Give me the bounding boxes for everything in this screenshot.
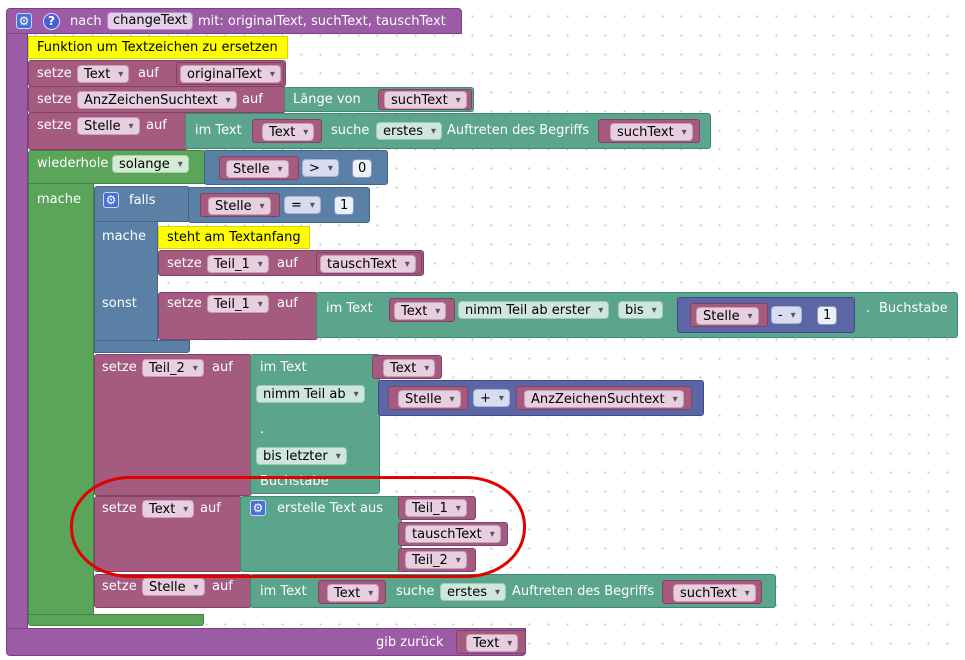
var-dropdown-stelle[interactable]: Stelle: [208, 197, 271, 215]
bis-dropdown[interactable]: bis: [618, 301, 663, 319]
auf-label: auf: [138, 66, 159, 81]
im-text-label: im Text: [195, 123, 242, 138]
auftreten-label: Auftreten des Begriffs: [512, 584, 655, 599]
if-block-end: [94, 340, 190, 353]
var-dropdown-text[interactable]: Text: [327, 584, 380, 602]
setze-label: setze: [102, 360, 137, 375]
var-dropdown-stelle[interactable]: Stelle: [226, 160, 289, 178]
procedure-params: mit: originalText, suchText, tauschText: [198, 14, 446, 29]
erstes-dropdown[interactable]: erstes: [376, 122, 442, 140]
number-one[interactable]: 1: [817, 306, 838, 325]
var-dropdown-teil1[interactable]: Teil_1: [207, 295, 269, 313]
auf-label: auf: [146, 118, 167, 133]
auftreten-label: Auftreten des Begriffs: [447, 123, 590, 138]
mache-label: mache: [102, 229, 147, 244]
var-dropdown-suchtext[interactable]: suchText: [673, 584, 756, 602]
suche-label: suche: [331, 123, 370, 138]
number-zero[interactable]: 0: [352, 159, 373, 178]
auf-label: auf: [277, 296, 298, 311]
var-dropdown-teil1[interactable]: Teil_1: [405, 499, 467, 517]
sonst-label: sonst: [102, 296, 137, 311]
join-text-block[interactable]: [240, 496, 402, 572]
var-dropdown-teil2[interactable]: Teil_2: [405, 551, 467, 569]
comment-main-text: Funktion um Textzeichen zu ersetzen: [37, 40, 278, 55]
operator-plus-dropdown[interactable]: +: [473, 389, 510, 407]
operator-minus-dropdown[interactable]: -: [771, 306, 802, 324]
procedure-block[interactable]: [6, 8, 462, 34]
procedure-body-bar: [6, 33, 28, 629]
var-dropdown-stelle[interactable]: Stelle: [696, 307, 759, 325]
auf-label: auf: [212, 579, 233, 594]
var-dropdown-anz[interactable]: AnzZeichenSuchtext: [524, 390, 684, 408]
mache-label: mache: [37, 192, 82, 207]
gib-zurueck-label: gib zurück: [376, 635, 444, 650]
nimm-erster-dropdown[interactable]: nimm Teil ab erster: [458, 301, 610, 319]
im-text-label: im Text: [326, 301, 373, 316]
substring-block-2[interactable]: [250, 354, 380, 494]
var-dropdown-originaltext[interactable]: originalText: [180, 65, 281, 83]
help-icon[interactable]: ?: [43, 13, 60, 30]
setze-label: setze: [102, 579, 137, 594]
var-dropdown-text[interactable]: Text: [466, 634, 519, 652]
var-dropdown-suchtext[interactable]: suchText: [610, 123, 693, 141]
gear-icon[interactable]: ⚙: [16, 13, 32, 29]
var-dropdown-stelle[interactable]: Stelle: [142, 578, 205, 596]
setze-label: setze: [167, 296, 202, 311]
comment-main[interactable]: Funktion um Textzeichen zu ersetzen: [28, 36, 288, 59]
var-dropdown-tauschtext[interactable]: tauschText: [320, 255, 416, 273]
erstes-dropdown[interactable]: erstes: [440, 583, 506, 601]
dot-label: .: [866, 301, 871, 316]
setze-label: setze: [37, 92, 72, 107]
setze-label: setze: [167, 256, 202, 271]
var-dropdown-text[interactable]: Text: [383, 359, 436, 377]
auf-label: auf: [277, 256, 298, 271]
suche-label: suche: [396, 584, 435, 599]
setze-label: setze: [37, 66, 72, 81]
procedure-return-bar[interactable]: [6, 628, 526, 656]
while-loop-bottom: [28, 614, 204, 626]
setze-label: setze: [37, 118, 72, 133]
number-one[interactable]: 1: [334, 196, 355, 215]
im-text-label: im Text: [260, 584, 307, 599]
gear-icon[interactable]: ⚙: [250, 500, 266, 516]
bis-letzter-dropdown[interactable]: bis letzter: [256, 447, 347, 465]
auf-label: auf: [212, 360, 233, 375]
var-dropdown-text[interactable]: Text: [394, 302, 447, 320]
erstelle-label: erstelle Text aus: [277, 501, 383, 516]
procedure-prefix: nach: [70, 14, 102, 29]
var-dropdown-teil1[interactable]: Teil_1: [207, 255, 269, 273]
auf-label: auf: [200, 501, 221, 516]
comment-if[interactable]: steht am Textanfang: [158, 226, 310, 249]
laenge-label: Länge von: [293, 92, 361, 107]
nimm-ab-dropdown[interactable]: nimm Teil ab: [256, 385, 365, 403]
var-dropdown-text[interactable]: Text: [262, 123, 315, 141]
gear-icon[interactable]: ⚙: [103, 192, 119, 208]
var-dropdown-teil2[interactable]: Teil_2: [142, 359, 204, 377]
operator-eq-dropdown[interactable]: =: [284, 196, 321, 214]
solange-dropdown[interactable]: solange: [112, 155, 189, 173]
comment-if-text: steht am Textanfang: [167, 230, 301, 245]
dot-label: .: [260, 422, 265, 437]
var-dropdown-anz[interactable]: AnzZeichenSuchtext: [77, 91, 237, 109]
var-dropdown-suchtext[interactable]: suchText: [384, 91, 467, 109]
wiederhole-label: wiederhole: [37, 156, 109, 171]
function-name-field[interactable]: changeText: [107, 12, 194, 30]
im-text-label: im Text: [260, 360, 307, 375]
var-dropdown-stelle[interactable]: Stelle: [77, 117, 140, 135]
if-body-bar: [94, 221, 158, 353]
falls-label: falls: [129, 193, 156, 208]
set-teil2-block[interactable]: [94, 354, 252, 496]
auf-label: auf: [242, 92, 263, 107]
var-dropdown-text[interactable]: Text: [77, 65, 130, 83]
buchstabe-label: Buchstabe: [879, 301, 948, 316]
var-dropdown-text[interactable]: Text: [142, 500, 195, 518]
var-dropdown-stelle[interactable]: Stelle: [398, 390, 461, 408]
operator-gt-dropdown[interactable]: >: [302, 159, 339, 177]
red-annotation-circle: [70, 476, 526, 578]
